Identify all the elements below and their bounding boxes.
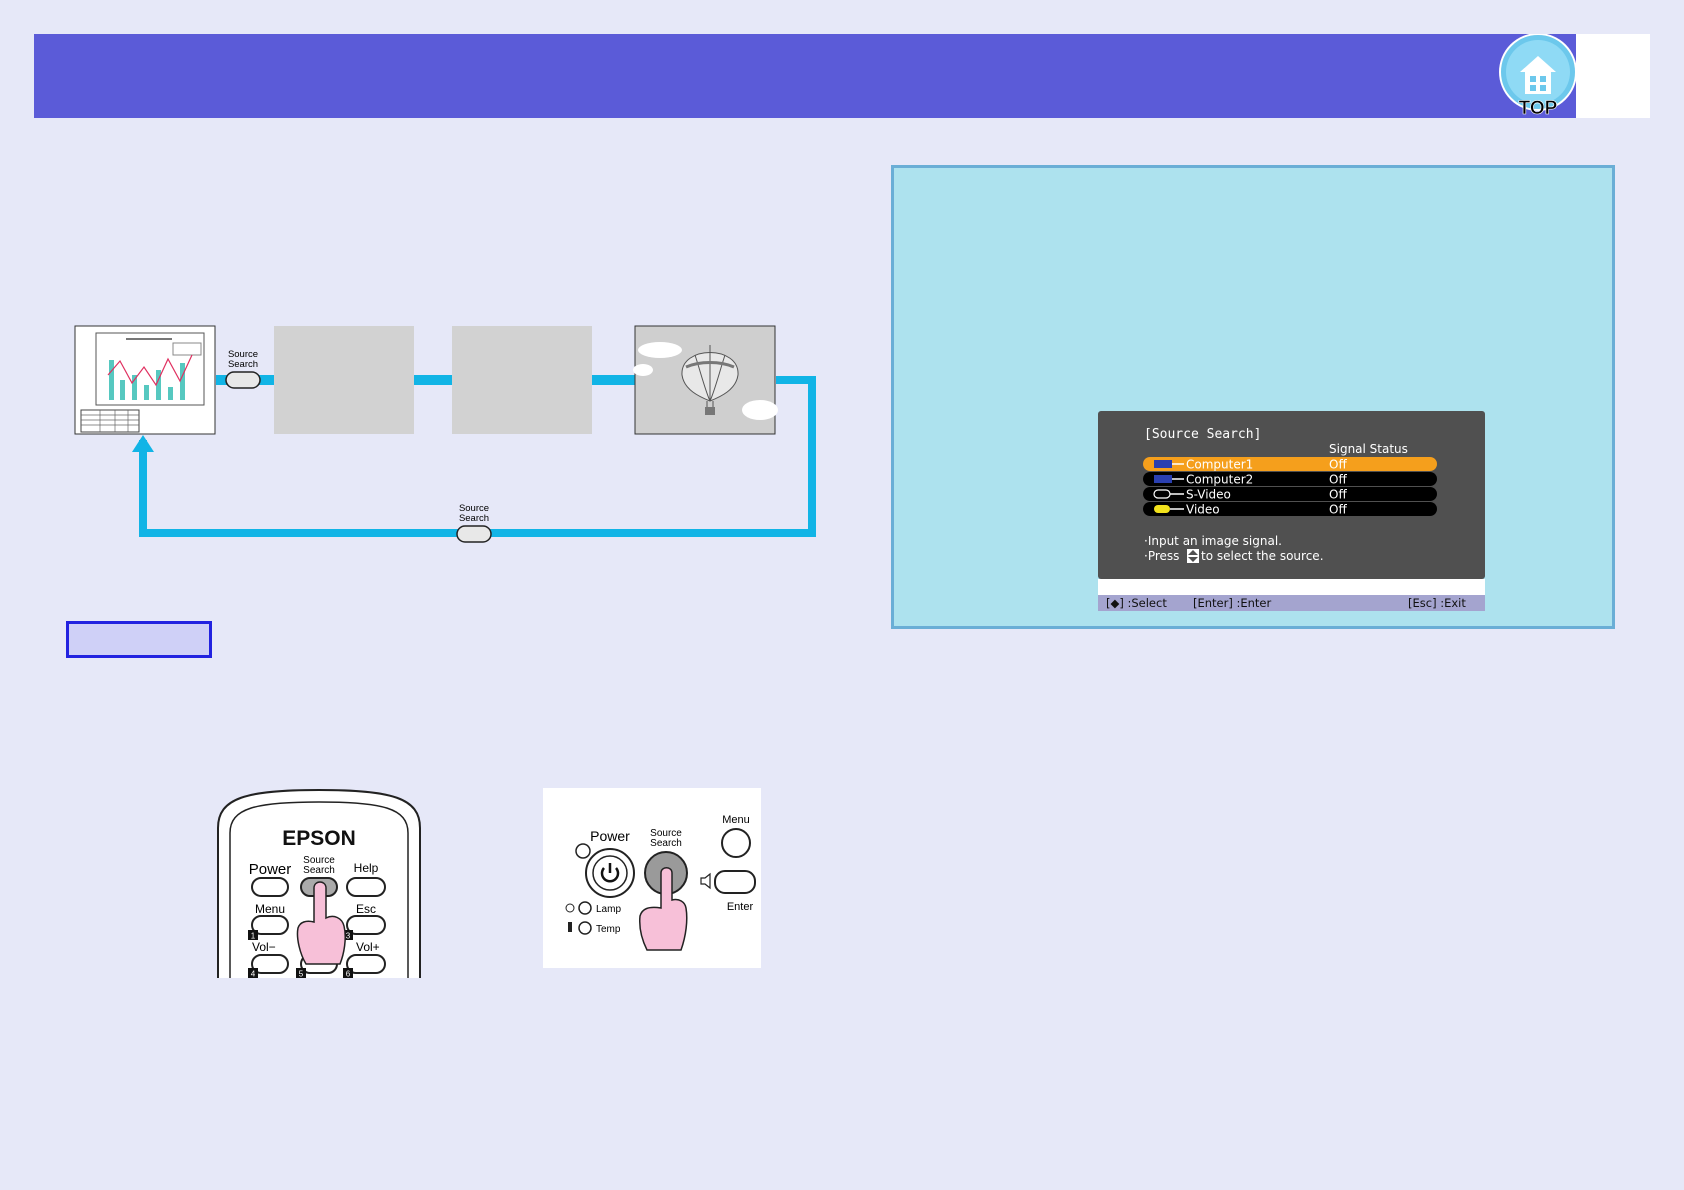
top-label: TOP bbox=[1519, 98, 1558, 118]
svg-text:Computer2: Computer2 bbox=[1186, 473, 1253, 487]
svg-text:Source: Source bbox=[650, 828, 682, 839]
flow-arrow-up bbox=[132, 435, 154, 452]
svg-text:Source: Source bbox=[228, 349, 258, 360]
osd-note-2-end: to select the source. bbox=[1201, 549, 1324, 563]
osd-source-row-computer2[interactable]: Computer2 Off bbox=[1143, 472, 1437, 487]
vga-connector-icon bbox=[1154, 475, 1172, 483]
osd-source-row-video[interactable]: Video Off bbox=[1143, 502, 1437, 517]
speaker-icon bbox=[700, 872, 711, 890]
svg-text:Esc: Esc bbox=[356, 902, 376, 916]
power-icon bbox=[600, 863, 620, 883]
remote-help-label: Help bbox=[354, 861, 379, 875]
home-icon bbox=[1520, 56, 1556, 94]
svg-text:S-Video: S-Video bbox=[1186, 488, 1231, 502]
flow-return-line bbox=[139, 376, 816, 537]
vga-connector-icon bbox=[1154, 460, 1172, 468]
source-search-return-button-icon: Source Search bbox=[456, 503, 492, 543]
svg-text:Source: Source bbox=[459, 503, 489, 514]
remote-help-button[interactable] bbox=[346, 877, 386, 897]
source-search-flow-diagram: Source Search Source Search bbox=[74, 325, 816, 543]
header-corner bbox=[1576, 34, 1650, 118]
remote-vol-up-button[interactable] bbox=[346, 954, 386, 974]
lamp-indicator-icon bbox=[565, 901, 592, 915]
svg-text:3: 3 bbox=[346, 932, 351, 941]
remote-power-label: Power bbox=[249, 861, 292, 878]
svg-text:6: 6 bbox=[346, 970, 351, 979]
video-screen-placeholder-2 bbox=[452, 326, 592, 434]
control-panel-illustration: Power Source Search Menu Enter Lamp Temp bbox=[543, 788, 761, 968]
svg-text:Off: Off bbox=[1329, 503, 1347, 517]
panel-enter-label: Enter bbox=[727, 901, 754, 913]
svg-text:Search: Search bbox=[303, 865, 335, 876]
svg-text:Video: Video bbox=[1186, 503, 1220, 517]
osd-source-row-computer1[interactable]: Computer1 Off bbox=[1143, 457, 1437, 472]
panel-power-label: Power bbox=[590, 828, 630, 844]
svg-text:Off: Off bbox=[1329, 473, 1347, 487]
video-screen-placeholder-1 bbox=[274, 326, 414, 434]
osd-note-2-start: ·Press bbox=[1144, 549, 1179, 563]
temp-indicator-icon bbox=[568, 921, 592, 935]
osd-footer-exit: [Esc] :Exit bbox=[1408, 596, 1466, 610]
osd-column-header: Signal Status bbox=[1329, 442, 1408, 456]
source-search-button-icon: Source Search bbox=[225, 349, 261, 389]
svg-text:Search: Search bbox=[228, 359, 258, 370]
osd-title: [Source Search] bbox=[1144, 427, 1261, 442]
osd-note-1: ·Input an image signal. bbox=[1144, 534, 1282, 548]
source-search-osd: [Source Search] Signal Status Computer1 … bbox=[1098, 411, 1485, 611]
panel-menu-button[interactable] bbox=[721, 828, 751, 858]
top-button[interactable]: TOP bbox=[1498, 33, 1578, 119]
panel-temp-label: Temp bbox=[596, 924, 621, 935]
remote-esc-button[interactable] bbox=[346, 915, 386, 935]
power-indicator-icon bbox=[575, 843, 591, 859]
rca-connector-icon bbox=[1154, 505, 1170, 513]
pointing-hand-icon bbox=[296, 881, 346, 965]
svg-text:5: 5 bbox=[299, 970, 304, 979]
computer-screen-thumbnail bbox=[74, 325, 216, 435]
header-bar bbox=[34, 34, 1576, 118]
svg-text:Search: Search bbox=[650, 838, 682, 849]
svg-text:Search: Search bbox=[459, 513, 489, 524]
svg-text:Off: Off bbox=[1329, 458, 1347, 472]
remote-menu-button[interactable] bbox=[251, 915, 289, 935]
procedure-box bbox=[66, 621, 212, 658]
up-down-arrow-icon bbox=[1187, 549, 1199, 563]
remote-vol-down-button[interactable] bbox=[251, 954, 289, 974]
svg-text:Source: Source bbox=[303, 855, 335, 866]
panel-menu-label: Menu bbox=[722, 814, 750, 826]
flow-line-top bbox=[216, 375, 680, 385]
svg-text:Vol−: Vol− bbox=[252, 940, 276, 954]
panel-lamp-label: Lamp bbox=[596, 904, 621, 915]
remote-power-button[interactable] bbox=[251, 877, 289, 897]
osd-source-row-svideo[interactable]: S-Video Off bbox=[1143, 487, 1437, 502]
osd-footer-select: [◆] :Select bbox=[1106, 596, 1167, 610]
svg-text:1: 1 bbox=[251, 932, 256, 941]
remote-brand: EPSON bbox=[282, 827, 356, 850]
svg-text:Off: Off bbox=[1329, 488, 1347, 502]
osd-footer-enter: [Enter] :Enter bbox=[1193, 596, 1272, 610]
svg-text:Vol+: Vol+ bbox=[356, 940, 380, 954]
svg-text:Computer1: Computer1 bbox=[1186, 458, 1253, 472]
svg-text:Menu: Menu bbox=[255, 902, 285, 916]
balloon-screen-thumbnail bbox=[633, 325, 778, 435]
pointing-hand-icon bbox=[639, 867, 688, 951]
remote-control-illustration: EPSON Power Source Search Help Menu Esc … bbox=[217, 788, 421, 979]
svg-text:4: 4 bbox=[251, 970, 256, 979]
panel-volume-button[interactable] bbox=[714, 870, 756, 894]
